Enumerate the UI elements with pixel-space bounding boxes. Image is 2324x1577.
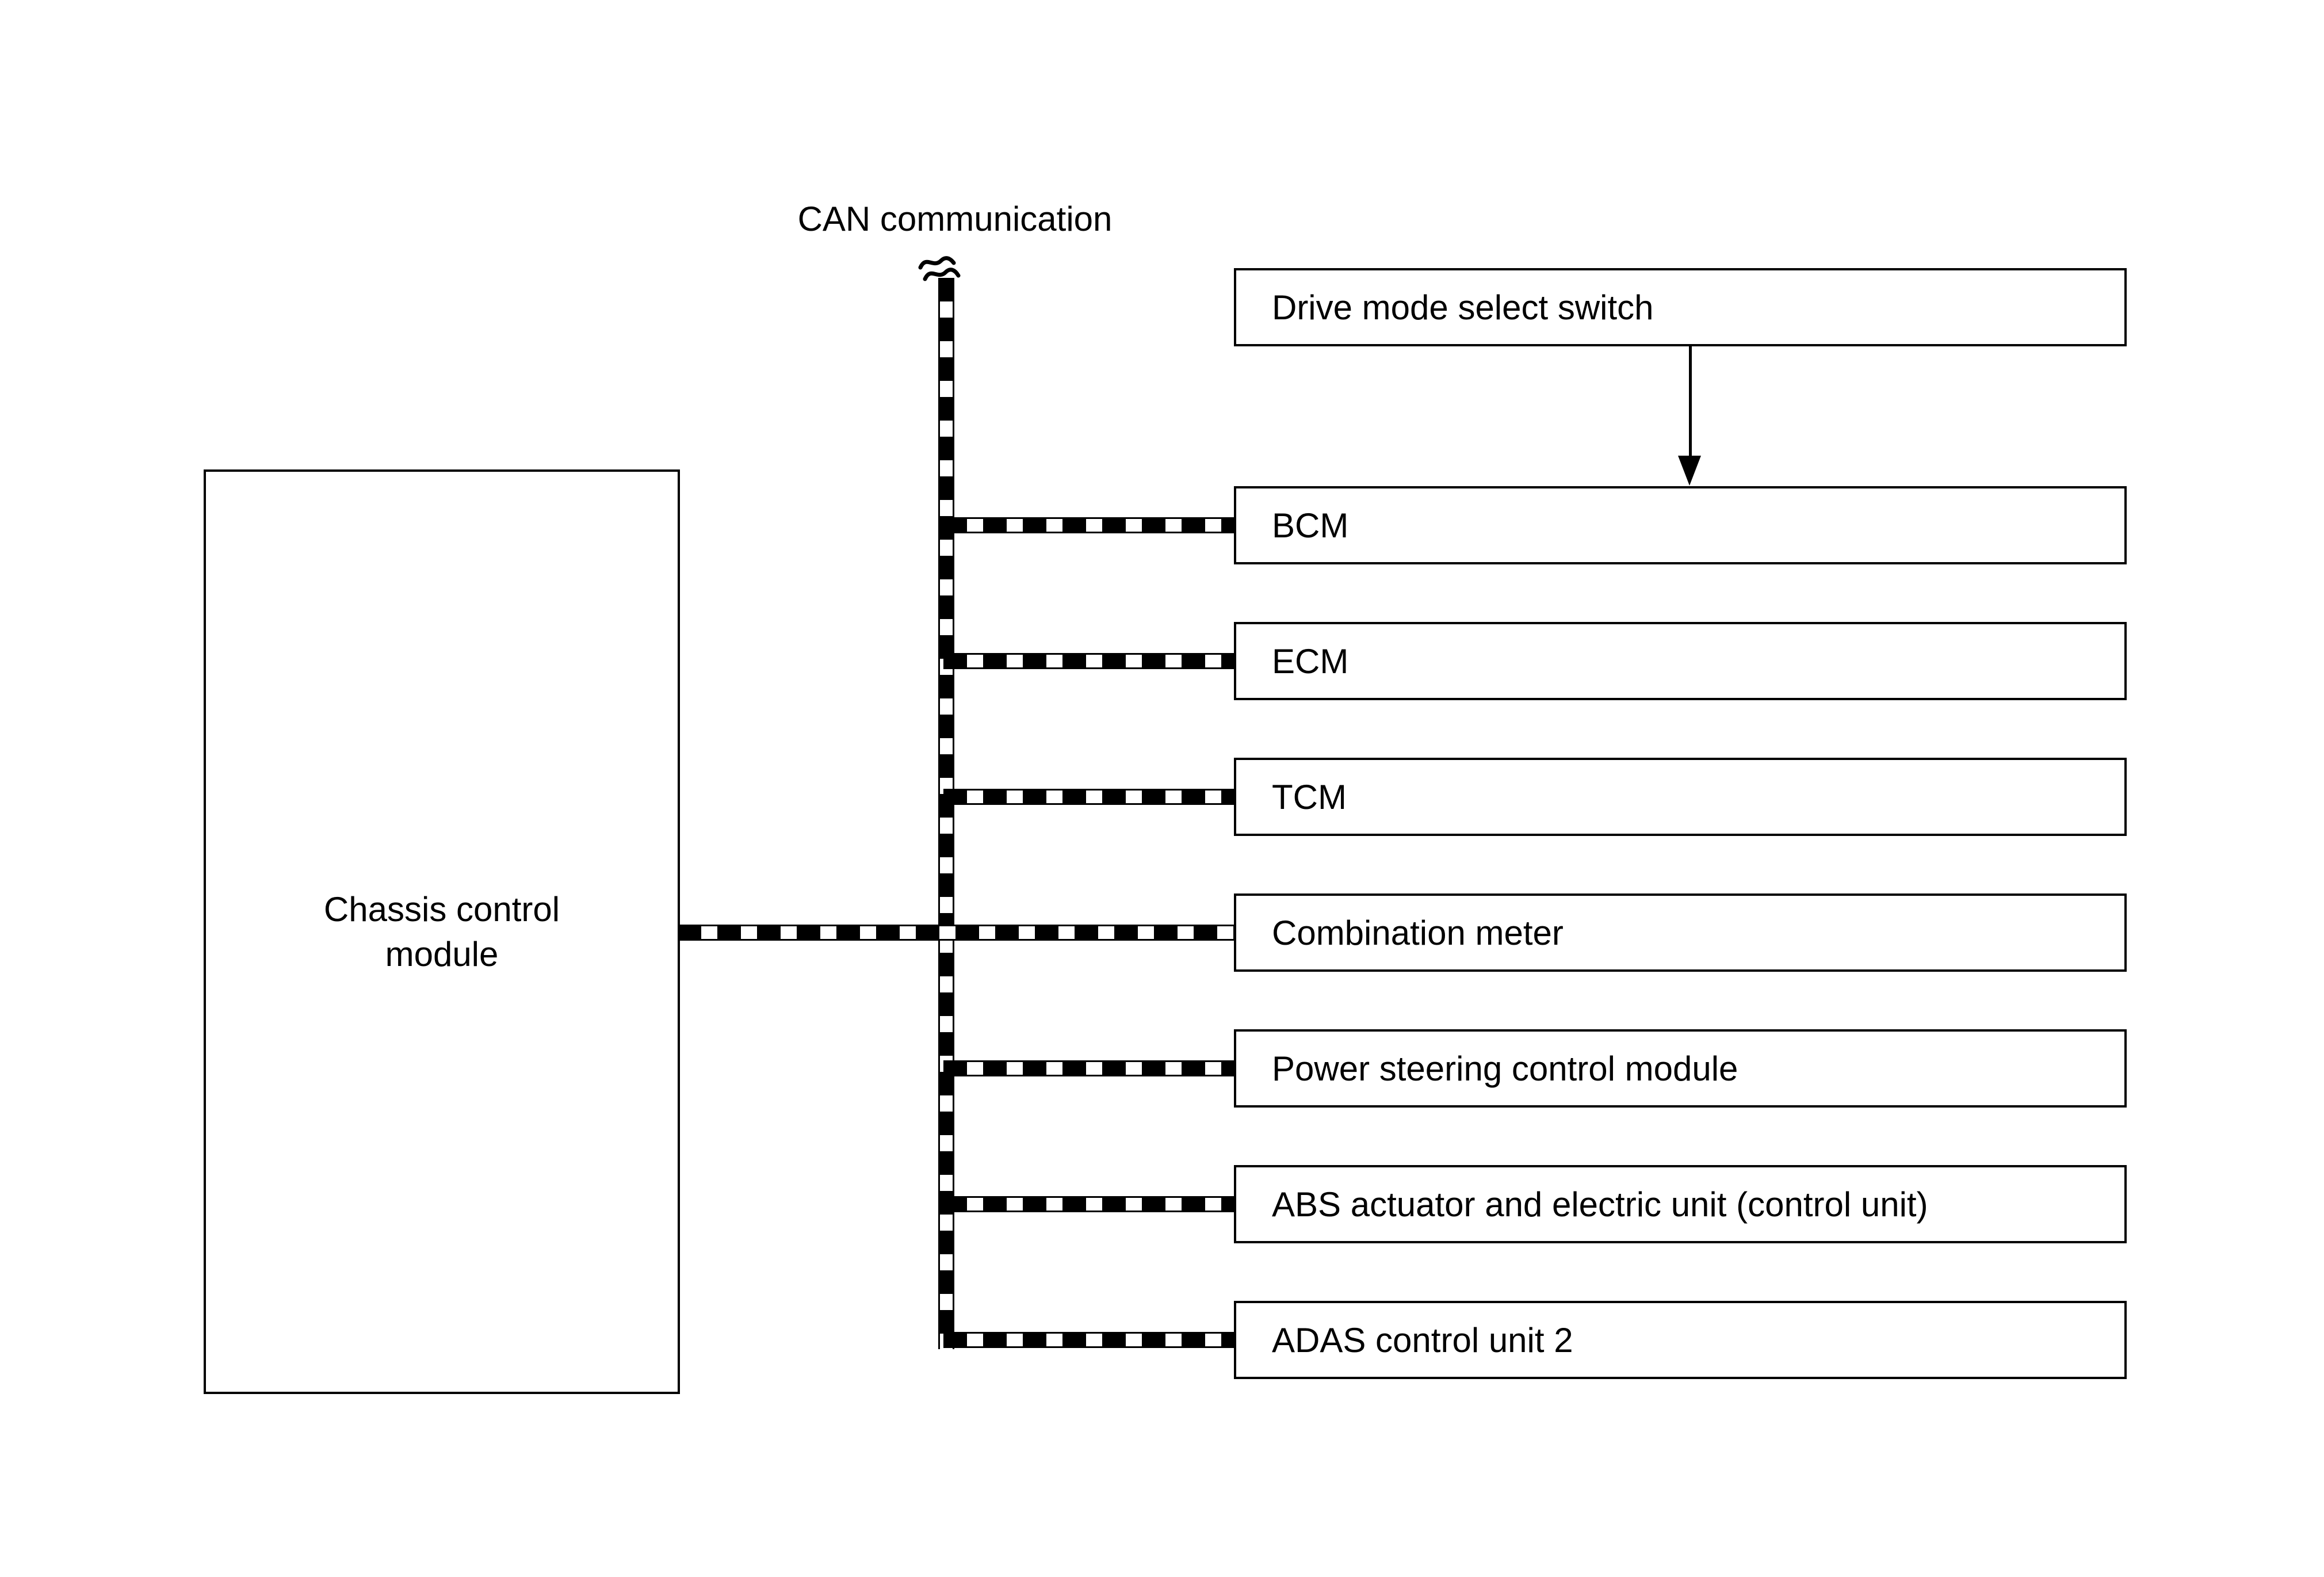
can-branch-line-abs xyxy=(943,1196,1236,1212)
can-branch-line-ecm xyxy=(943,653,1236,669)
can-branch-line-bcm xyxy=(943,517,1236,533)
module-box-label: ADAS control unit 2 xyxy=(1272,1320,1573,1360)
module-box-ecm: ECM xyxy=(1234,622,2127,700)
module-box-combination-meter: Combination meter xyxy=(1234,893,2127,972)
can-bus-line xyxy=(938,278,954,1349)
line-break-icon xyxy=(918,256,961,281)
module-box-label: Power steering control module xyxy=(1272,1049,1738,1088)
drive-mode-select-switch-box: Drive mode select switch xyxy=(1234,268,2127,346)
module-box-label: ECM xyxy=(1272,642,1349,681)
can-communication-label: CAN communication xyxy=(797,200,1113,238)
module-box-abs: ABS actuator and electric unit (control … xyxy=(1234,1165,2127,1243)
chassis-control-module-box: Chassis control module xyxy=(204,469,680,1394)
module-box-label: Combination meter xyxy=(1272,913,1564,952)
module-box-label: TCM xyxy=(1272,777,1347,816)
module-box-tcm: TCM xyxy=(1234,758,2127,836)
module-box-adas: ADAS control unit 2 xyxy=(1234,1301,2127,1379)
module-box-power-steering: Power steering control module xyxy=(1234,1029,2127,1108)
can-branch-line-tcm xyxy=(943,789,1236,805)
can-branch-line-adas xyxy=(943,1332,1236,1348)
module-box-label: ABS actuator and electric unit (control … xyxy=(1272,1185,1928,1224)
drive-mode-select-switch-label: Drive mode select switch xyxy=(1272,288,1654,327)
module-box-bcm: BCM xyxy=(1234,486,2127,564)
module-box-label: BCM xyxy=(1272,506,1349,545)
drive-switch-to-bcm-arrow-shaft xyxy=(1689,346,1692,457)
chassis-to-bus-trunk-line xyxy=(678,925,1236,941)
chassis-control-module-label: Chassis control module xyxy=(323,889,560,973)
can-branch-line-power-steering xyxy=(943,1060,1236,1076)
arrow-head-down-icon xyxy=(1678,456,1701,486)
